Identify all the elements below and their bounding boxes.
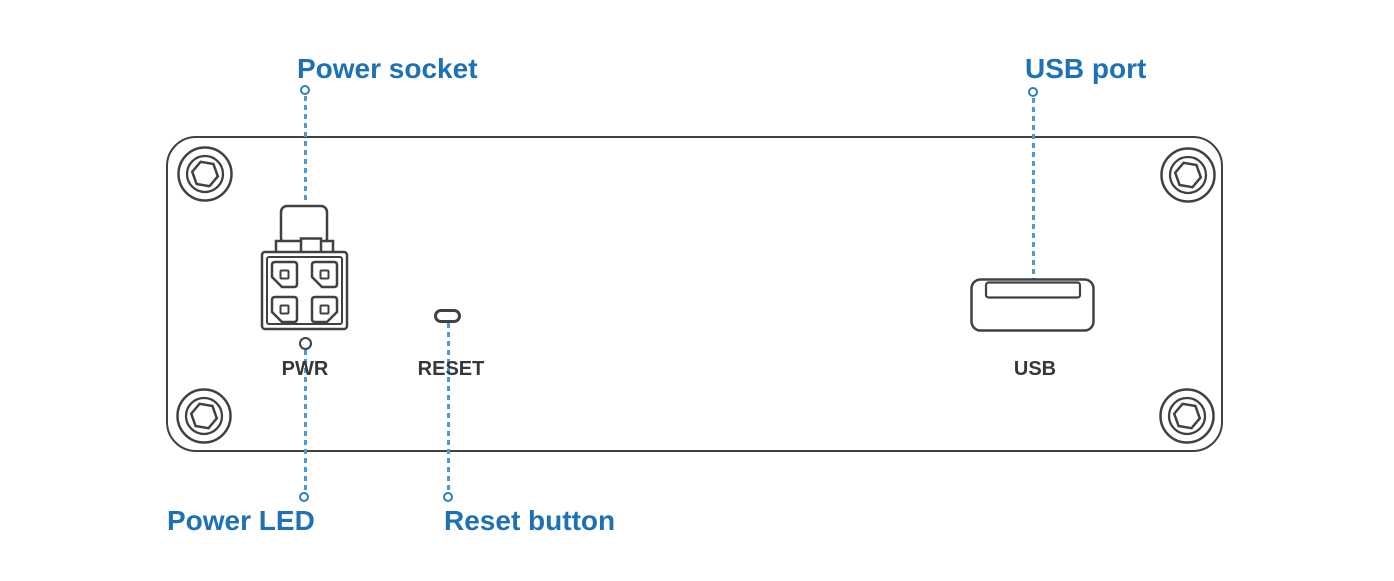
reset-button-callout: Reset button	[444, 505, 616, 536]
power-led-callout: Power LED	[167, 505, 315, 536]
reset-leader-line	[446, 323, 450, 491]
power-socket-marker	[300, 85, 310, 95]
4-pin-power-socket-icon	[255, 202, 355, 332]
power-socket-callout: Power socket	[297, 53, 478, 84]
usb-port-callout: USB port	[1025, 53, 1147, 84]
hex-socket-screw-icon	[175, 144, 235, 204]
usb-port-leader-line	[1031, 98, 1035, 283]
hex-socket-screw-icon	[1157, 386, 1217, 446]
usb-type-a-port-icon	[970, 278, 1096, 334]
usb-label: USB	[1013, 358, 1057, 380]
led-indicator-icon	[299, 337, 312, 350]
power-led-leader-line	[303, 350, 307, 491]
power-led-marker	[299, 492, 309, 502]
pwr-label: PWR	[281, 358, 329, 380]
reset-label: RESET	[417, 358, 485, 380]
power-socket-leader-line	[303, 96, 307, 204]
reset-pinhole-icon	[434, 309, 461, 323]
usb-port-marker	[1028, 87, 1038, 97]
reset-button-marker	[443, 492, 453, 502]
hex-socket-screw-icon	[1158, 145, 1218, 205]
hex-socket-screw-icon	[174, 386, 234, 446]
